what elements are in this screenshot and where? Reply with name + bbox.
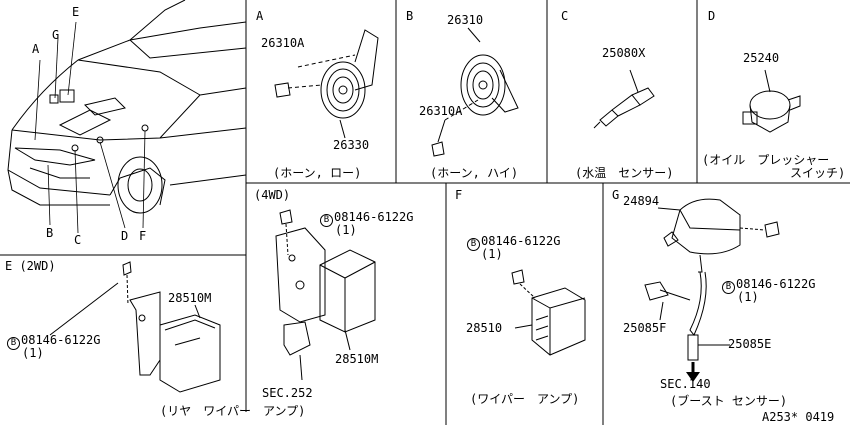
bolt-qty-f: (1) [481,247,503,261]
part-25080x: 25080X [602,46,646,60]
part-25085f: 25085F [623,321,667,335]
car-illustration [7,0,247,214]
down-arrow-icon [686,362,700,382]
section-b-label: B [406,9,414,23]
callout-e: E [72,5,80,19]
caption-boost-sensor: (ブースト センサー) [670,394,788,408]
callout-c: C [74,233,82,247]
caption-horn-low: (ホーン, ロー) [273,166,362,180]
section-4wd-label: (4WD) [254,188,291,202]
part-28510: 28510 [466,321,503,335]
car-callout-lines [34,21,146,234]
oil-pressure-switch-drawing [742,69,801,133]
e-2wd-drawing [49,261,221,393]
callout-a: A [32,42,40,56]
section-e-2wd-label: E (2WD) [5,259,56,273]
bolt-circle-b-icon: B [722,281,735,294]
bolt-circle-b-icon: B [320,214,333,227]
section-f-label: F [455,188,463,202]
section-d-label: D [708,9,716,23]
callout-b: B [46,226,54,240]
e-4wd-drawing [275,209,376,381]
water-temp-sensor-drawing [593,69,655,129]
bolt-qty-4wd: (1) [335,223,357,237]
section-g-label: G [612,188,620,202]
caption-horn-high: (ホーン, ハイ) [430,166,519,180]
caption-wiper-amp: (ワイパー アンプ) [470,392,580,406]
bolt-code-g-text: 08146-6122G [736,277,816,291]
horn-high-drawing [431,27,519,157]
callout-g: G [52,28,60,42]
bolt-qty-2wd: (1) [22,346,44,360]
part-25240: 25240 [743,51,780,65]
part-26310a-a: 26310A [261,36,305,50]
f-drawing [511,269,586,356]
part-25085e: 25085E [728,337,772,351]
bolt-code-f-text: 08146-6122G [481,234,561,248]
bolt-code-2wd-text: 08146-6122G [21,333,101,347]
section-a-label: A [256,9,264,23]
part-28510m-2wd: 28510M [168,291,212,305]
caption-rear-wiper: (リヤ ワイパー アンプ) [160,404,306,418]
bolt-circle-b-icon: B [7,337,20,350]
caption-water-temp: (水温 センサー) [575,166,674,180]
bolt-qty-g: (1) [737,290,759,304]
bolt-circle-b-icon: B [467,238,480,251]
callout-f: F [139,229,147,243]
callout-d: D [121,229,129,243]
horn-low-drawing [274,29,379,139]
sec-252: SEC.252 [262,386,313,400]
part-24894: 24894 [623,194,660,208]
g-drawing [644,198,780,361]
caption-oil-pressure-1: (オイル プレッシャー [702,153,830,167]
part-26310a-b: 26310A [419,104,463,118]
caption-oil-pressure-2: スイッチ) [790,166,846,180]
bolt-code-4wd-text: 08146-6122G [334,210,414,224]
part-26310: 26310 [447,13,484,27]
diagram-id: A253* 0419 [762,410,835,424]
section-c-label: C [561,9,569,23]
part-26330: 26330 [333,138,370,152]
part-28510m-4wd: 28510M [335,352,379,366]
sec-140: SEC.140 [660,377,711,391]
